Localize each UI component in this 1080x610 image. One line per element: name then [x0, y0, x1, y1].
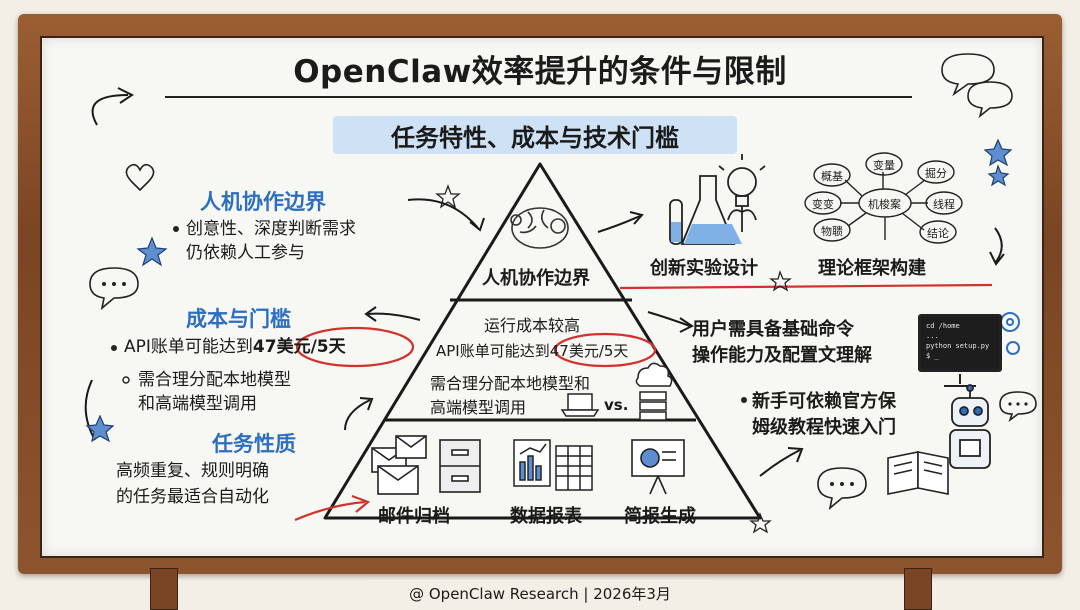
pyramid-middle-line-3: 需合理分配本地模型和	[430, 374, 591, 393]
human-ai-bullet-cont: 仍依赖人工参与	[186, 243, 305, 263]
subtitle-highlight	[333, 116, 737, 154]
mindmap-node-2: 变量	[873, 159, 895, 172]
terminal-line-4: $ _	[926, 352, 939, 360]
cost-heading: 成本与门槛	[186, 307, 291, 331]
cost-bullet-1-text: API账单可能达到	[124, 337, 253, 357]
footer-credit: @ OpenClaw Research | 2026年3月	[409, 585, 671, 603]
mindmap-node-4: 变变	[812, 198, 834, 211]
human-ai-bullet: 创意性、深度判断需求	[186, 219, 356, 239]
pyramid-middle-line-2: API账单可能达到47美元/5天	[436, 340, 628, 361]
human-ai-heading: 人机协作边界	[200, 190, 326, 214]
skill-line-2: 操作能力及配置文理解	[692, 345, 872, 366]
mindmap-node-6: 物聩	[821, 225, 843, 238]
mindmap-node-5: 线程	[933, 198, 955, 211]
cost-bullet-2-cont: 和高端模型调用	[138, 394, 257, 414]
cost-bullet-1: API账单可能达到47美元/5天	[124, 336, 346, 359]
newbie-line-1: 新手可依赖官方保	[752, 391, 896, 412]
footer-background	[370, 580, 710, 604]
terminal-monitor: cd /home ... python setup.py $ _	[918, 314, 1002, 372]
pyramid-bottom-item-email: 邮件归档	[378, 506, 450, 527]
mindmap-center: 机梭案	[868, 198, 901, 211]
easel-leg-right	[904, 568, 932, 610]
mindmap-node-1: 概基	[821, 170, 843, 183]
terminal-line-2: ...	[926, 332, 939, 340]
pyramid-bottom-item-report: 数据报表	[510, 506, 582, 527]
terminal-line-3: python setup.py	[926, 342, 990, 350]
subtitle: 任务特性、成本与技术门槛	[391, 124, 679, 152]
pyramid-middle-line-2-highlight: 47美元/5天	[549, 342, 629, 360]
pyramid-bottom-item-briefing: 简报生成	[624, 506, 696, 527]
cost-bullet-2: 需合理分配本地模型	[138, 370, 291, 390]
task-line-1: 高频重复、规则明确	[116, 461, 269, 481]
page-title: OpenClaw效率提升的条件与限制	[293, 54, 787, 90]
mindmap-node-3: 掘分	[925, 167, 947, 180]
newbie-line-2: 姆级教程快速入门	[752, 417, 896, 438]
theory-label: 理论框架构建	[818, 258, 926, 279]
skill-line-1: 用户需具备基础命令	[692, 319, 854, 340]
pyramid-middle-line-2-text: API账单可能达到	[436, 342, 550, 360]
pyramid-middle-line-1: 运行成本较高	[484, 316, 581, 335]
innovation-label: 创新实验设计	[650, 258, 758, 279]
terminal-line-1: cd /home	[926, 322, 960, 330]
task-heading: 任务性质	[212, 432, 296, 456]
pyramid-middle-line-4: 高端模型调用	[430, 398, 527, 417]
task-line-2: 的任务最适合自动化	[116, 487, 269, 507]
mindmap-node-7: 结论	[927, 227, 949, 240]
easel-leg-left	[150, 568, 178, 610]
pyramid-top-label: 人机协作边界	[482, 268, 590, 289]
pyramid-vs-label: vs.	[604, 396, 629, 414]
cost-bullet-1-highlight: 47美元/5天	[252, 337, 346, 357]
